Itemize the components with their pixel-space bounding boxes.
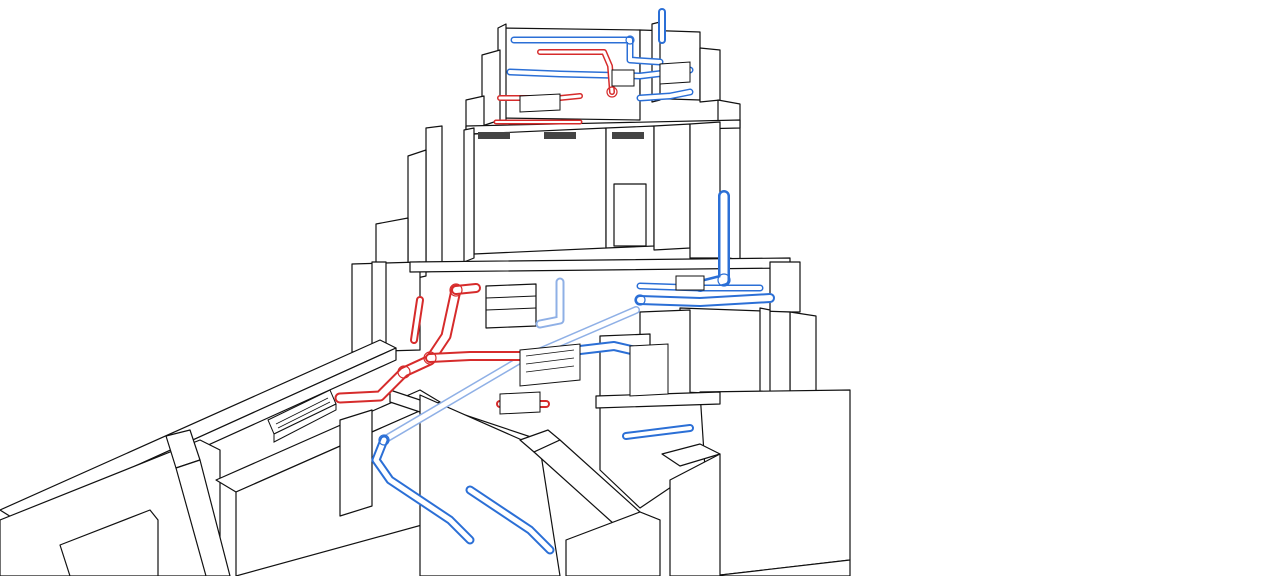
mechanical-room xyxy=(409,257,817,403)
vent-grille xyxy=(544,132,576,139)
fan-coil-unit xyxy=(675,275,705,291)
vent-grille xyxy=(612,132,644,139)
fan-coil-unit xyxy=(499,391,541,415)
supply-duct xyxy=(535,277,565,329)
ceiling-cassette xyxy=(519,93,561,113)
middle-room-block xyxy=(463,119,741,263)
ceiling-cassette xyxy=(659,61,691,85)
left-tall-walls xyxy=(351,125,443,353)
duct-fittings xyxy=(378,35,731,446)
foreground-walls xyxy=(0,339,851,576)
fan-coil-unit xyxy=(629,343,669,397)
wall-mounted-air-handler xyxy=(267,389,337,443)
ceiling-cassette xyxy=(611,69,635,87)
equipment xyxy=(499,61,705,415)
vent-grille xyxy=(478,132,510,139)
